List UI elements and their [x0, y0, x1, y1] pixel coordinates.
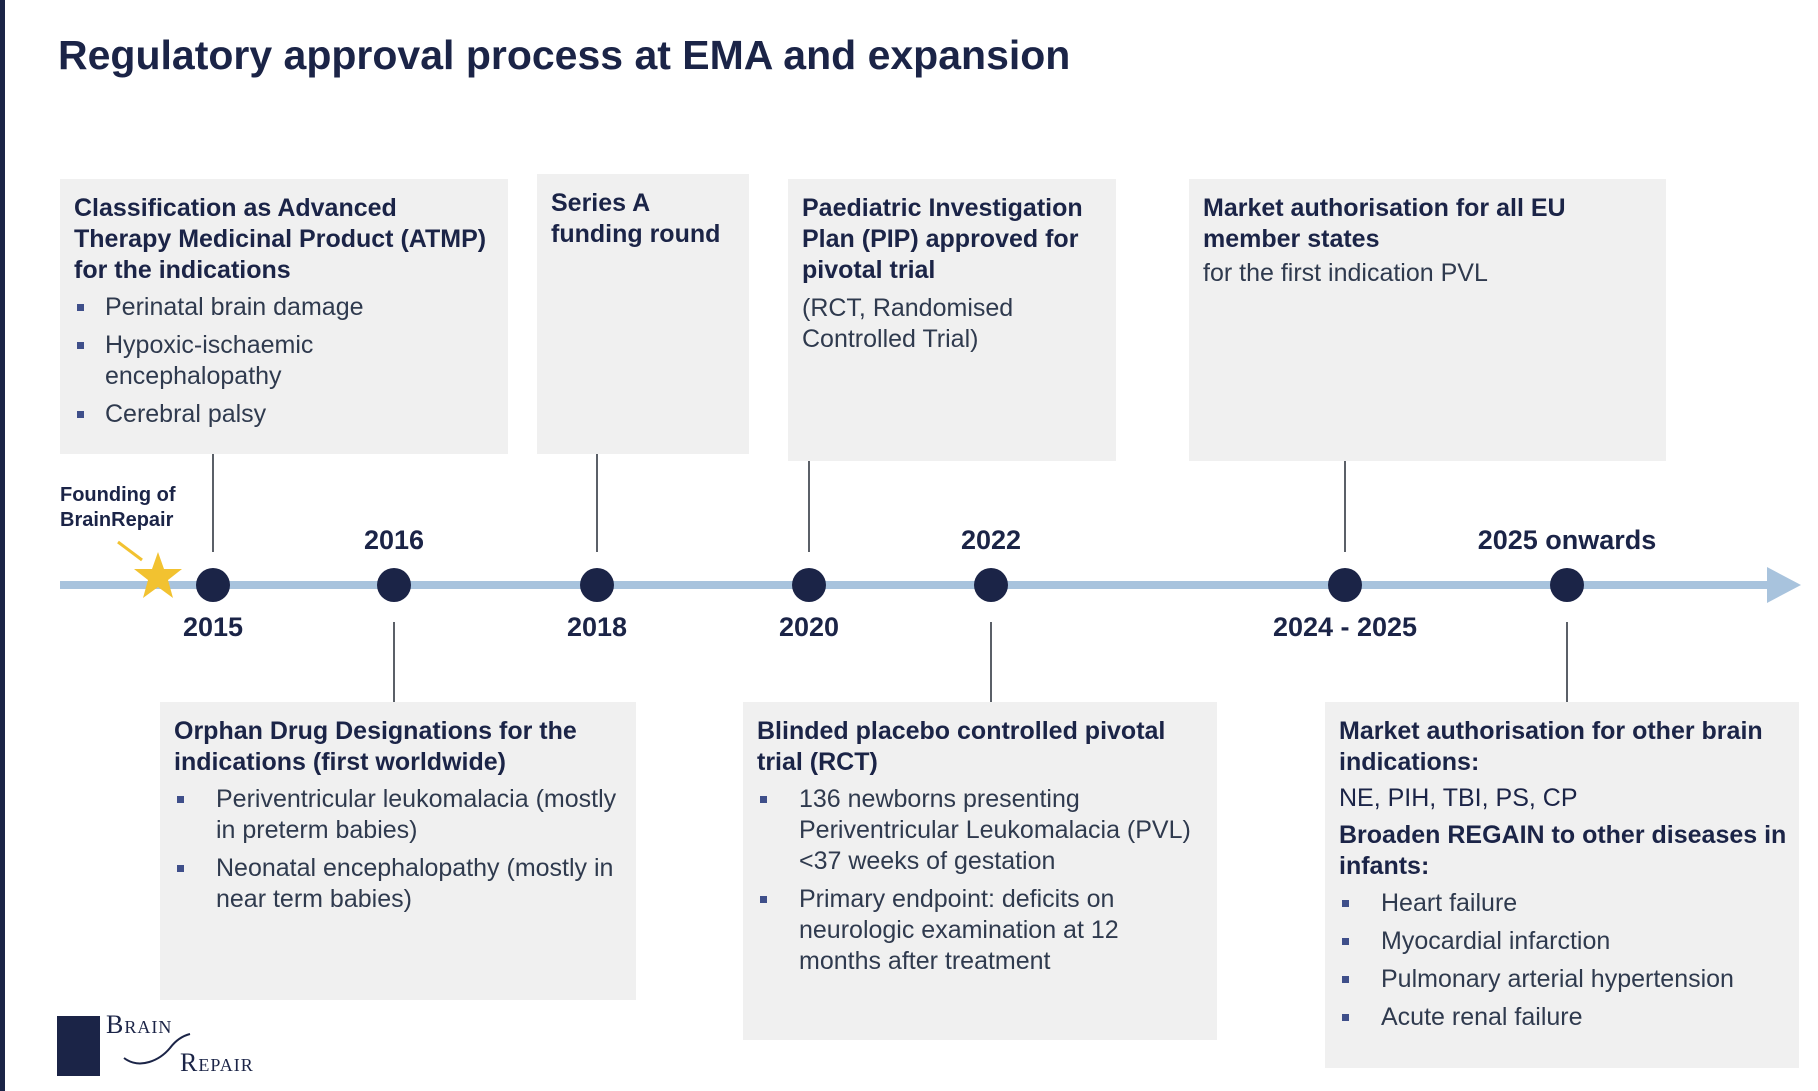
year-label-2025-onwards: 2025 onwards	[1477, 525, 1657, 555]
timeline-arrowhead	[1767, 567, 1801, 603]
list-item: Acute renal failure	[1339, 1002, 1787, 1033]
market-other-text: NE, PIH, TBI, PS, CP	[1339, 784, 1578, 812]
market-eu-heading: Market authorisation for all EU member s…	[1203, 194, 1566, 253]
page-title: Regulatory approval process at EMA and e…	[58, 32, 1071, 78]
list-item: Cerebral palsy	[74, 399, 496, 430]
timeline-dot-2016	[377, 568, 411, 602]
list-item-text: 136 newborns presenting Periventricular …	[799, 785, 1191, 875]
list-item-text: Perinatal brain damage	[105, 293, 364, 321]
orphan-heading: Orphan Drug Designations for the indicat…	[174, 717, 577, 776]
market-other-heading-2: Broaden REGAIN to other diseases in infa…	[1339, 821, 1787, 880]
list-item: Heart failure	[1339, 888, 1787, 919]
year-label-2015: 2015	[182, 612, 244, 642]
list-item: Neonatal encephalopathy (mostly in near …	[174, 853, 624, 915]
connector-line	[393, 622, 395, 702]
atmp-box: Classification as Advanced Therapy Medic…	[60, 179, 508, 454]
bullet-icon	[1342, 1014, 1349, 1021]
market-eu-text: for the first indication PVL	[1203, 259, 1488, 287]
pip-heading: Paediatric Investigation Plan (PIP) appr…	[802, 194, 1083, 284]
list-item: Myocardial infarction	[1339, 926, 1787, 957]
bullet-icon	[1342, 900, 1349, 907]
timeline-dot-2018	[580, 568, 614, 602]
timeline-dot-2020	[792, 568, 826, 602]
timeline-axis	[60, 581, 1778, 589]
star-pointer-line	[117, 540, 143, 562]
list-item: Periventricular leukomalacia (mostly in …	[174, 784, 624, 846]
list-item-text: Pulmonary arterial hypertension	[1381, 965, 1734, 993]
connector-line	[596, 454, 598, 552]
list-item: 136 newborns presenting Periventricular …	[757, 784, 1205, 877]
logo-square	[57, 1016, 100, 1076]
founding-label: Founding of BrainRepair	[60, 483, 176, 533]
list-item-text: Periventricular leukomalacia (mostly in …	[216, 785, 617, 844]
logo-word-repair: Repair	[180, 1048, 254, 1077]
rct-list: 136 newborns presenting Periventricular …	[757, 784, 1205, 977]
bullet-icon	[77, 304, 84, 311]
pip-box: Paediatric Investigation Plan (PIP) appr…	[788, 179, 1116, 461]
rct-box: Blinded placebo controlled pivotal trial…	[743, 702, 1217, 1040]
orphan-box: Orphan Drug Designations for the indicat…	[160, 702, 636, 1000]
timeline-dot-2025	[1550, 568, 1584, 602]
timeline-dot-2022	[974, 568, 1008, 602]
list-item: Primary endpoint: deficits on neurologic…	[757, 884, 1205, 977]
series-a-box: Series A funding round	[537, 174, 749, 454]
founding-line1: Founding of	[60, 484, 176, 506]
series-a-heading: Series A funding round	[551, 189, 721, 248]
timeline-dot-2024	[1328, 568, 1362, 602]
timeline-dot-2015	[196, 568, 230, 602]
list-item-text: Primary endpoint: deficits on neurologic…	[799, 885, 1119, 975]
year-label-2020: 2020	[778, 612, 840, 642]
list-item-text: Heart failure	[1381, 889, 1518, 917]
logo-swoosh-path	[123, 1033, 191, 1065]
pip-text: (RCT, Randomised Controlled Trial)	[802, 294, 1014, 353]
market-eu-box: Market authorisation for all EU member s…	[1189, 179, 1666, 461]
connector-line	[1566, 622, 1568, 702]
market-other-list: Heart failure Myocardial infarction Pulm…	[1339, 888, 1787, 1033]
list-item: Perinatal brain damage	[74, 292, 496, 323]
bullet-icon	[77, 342, 84, 349]
logo-word-brain: Brain	[106, 1010, 173, 1039]
founding-star-icon	[117, 540, 182, 598]
orphan-list: Periventricular leukomalacia (mostly in …	[174, 784, 624, 915]
list-item-text: Cerebral palsy	[105, 400, 267, 428]
connector-line	[990, 622, 992, 702]
connector-line	[1344, 461, 1346, 552]
list-item-text: Neonatal encephalopathy (mostly in near …	[216, 854, 614, 913]
bullet-icon	[177, 865, 184, 872]
list-item-text: Myocardial infarction	[1381, 927, 1611, 955]
founding-line2: BrainRepair	[60, 509, 174, 531]
list-item-text: Hypoxic-ischaemic encephalopathy	[105, 331, 314, 390]
logo-swoosh-icon	[123, 1033, 191, 1065]
atmp-heading: Classification as Advanced Therapy Medic…	[74, 194, 487, 284]
market-other-heading: Market authorisation for other brain ind…	[1339, 717, 1763, 776]
list-item: Hypoxic-ischaemic encephalopathy	[74, 330, 496, 392]
year-label-2022: 2022	[960, 525, 1022, 555]
bullet-icon	[760, 796, 767, 803]
star-shape	[134, 552, 182, 598]
bullet-icon	[1342, 976, 1349, 983]
bullet-icon	[1342, 938, 1349, 945]
year-label-2018: 2018	[566, 612, 628, 642]
list-item: Pulmonary arterial hypertension	[1339, 964, 1787, 995]
year-label-2024-2025: 2024 - 2025	[1272, 612, 1418, 642]
bullet-icon	[77, 411, 84, 418]
connector-line	[808, 461, 810, 552]
bullet-icon	[177, 796, 184, 803]
year-label-2016: 2016	[363, 525, 425, 555]
left-accent-rule	[0, 0, 5, 1091]
atmp-list: Perinatal brain damage Hypoxic-ischaemic…	[74, 292, 496, 430]
rct-heading: Blinded placebo controlled pivotal trial…	[757, 717, 1166, 776]
connector-line	[212, 454, 214, 552]
market-other-box: Market authorisation for other brain ind…	[1325, 702, 1799, 1068]
list-item-text: Acute renal failure	[1381, 1003, 1583, 1031]
bullet-icon	[760, 896, 767, 903]
